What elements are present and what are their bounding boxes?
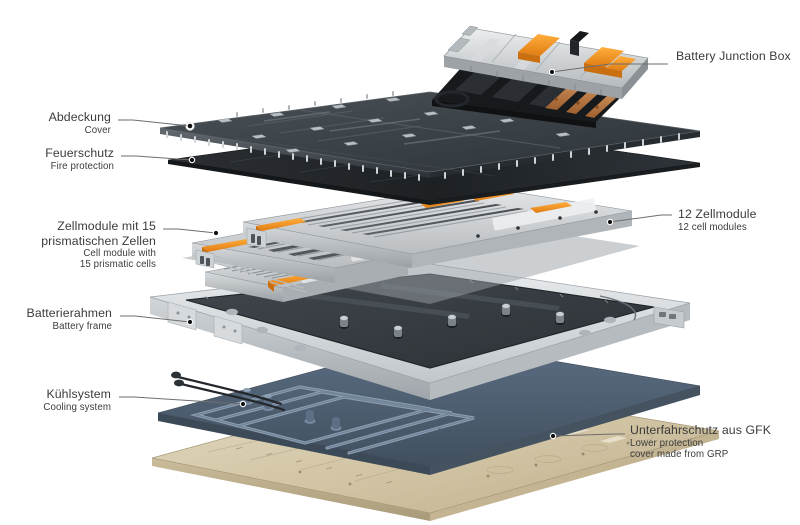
callout-cell-modules-count-de: 12 Zellmodule bbox=[678, 207, 757, 221]
callout-cover-de: Abdeckung bbox=[48, 110, 111, 124]
leader-battery-junction-box bbox=[551, 63, 668, 73]
callout-cover[interactable]: Abdeckung Cover bbox=[49, 110, 111, 136]
leader-cell-module bbox=[163, 228, 217, 234]
callout-cooling-system-de: Kühlsystem bbox=[46, 387, 111, 401]
callout-cell-modules-count[interactable]: 12 Zellmodule 12 cell modules bbox=[678, 207, 757, 233]
leader-lower-protection-cover bbox=[552, 433, 625, 437]
callout-fire-protection-de: Feuerschutz bbox=[45, 146, 114, 160]
callout-lower-protection-cover-de: Unterfahrschutz aus GFK bbox=[630, 423, 772, 437]
callout-cell-module-de-line2: prismatischen Zellen bbox=[41, 233, 156, 248]
callout-lower-protection-cover-en-line1: Lower protection bbox=[630, 437, 704, 449]
callout-fire-protection-en: Fire protection bbox=[50, 160, 114, 172]
callout-cell-module-en-line1: Cell module with bbox=[83, 248, 156, 259]
callout-battery-junction-box[interactable]: Battery Junction Box bbox=[676, 49, 791, 64]
callout-battery-frame[interactable]: Batterierahmen Battery frame bbox=[27, 306, 112, 332]
leader-battery-frame bbox=[120, 315, 191, 323]
callout-cell-module-de-line1: Zellmodule mit 15 bbox=[57, 219, 156, 233]
callout-leader-lines bbox=[118, 63, 672, 437]
callout-cell-modules-count-en: 12 cell modules bbox=[678, 221, 747, 233]
callout-dots bbox=[186, 68, 614, 440]
callout-battery-frame-de: Batterierahmen bbox=[26, 306, 112, 320]
callout-lower-protection-cover[interactable]: Unterfahrschutz aus GFK Lower protection… bbox=[630, 423, 771, 460]
layer-cooling-system bbox=[157, 339, 701, 475]
callout-cooling-system[interactable]: Kühlsystem Cooling system bbox=[43, 387, 111, 413]
leader-fire-protection bbox=[121, 155, 193, 161]
callout-cooling-system-en: Cooling system bbox=[43, 401, 111, 413]
callout-battery-frame-en: Battery frame bbox=[52, 320, 112, 332]
callout-battery-junction-box-de: Battery Junction Box bbox=[676, 49, 791, 63]
callout-cover-en: Cover bbox=[84, 124, 111, 136]
leader-cell-modules-count bbox=[609, 214, 672, 223]
callout-lower-protection-cover-en-line2: cover made from GRP bbox=[630, 448, 729, 460]
callout-cell-module[interactable]: Zellmodule mit 15 prismatischen Zellen C… bbox=[41, 219, 156, 271]
callout-fire-protection[interactable]: Feuerschutz Fire protection bbox=[45, 146, 114, 172]
layer-battery-junction-box bbox=[432, 25, 649, 128]
callout-cell-module-en-line2: 15 prismatic cells bbox=[79, 259, 156, 271]
leader-cover bbox=[118, 119, 191, 127]
leader-cooling-system bbox=[119, 396, 244, 405]
cell-module-row-back bbox=[242, 184, 633, 268]
layer-cell-modules bbox=[182, 184, 640, 304]
